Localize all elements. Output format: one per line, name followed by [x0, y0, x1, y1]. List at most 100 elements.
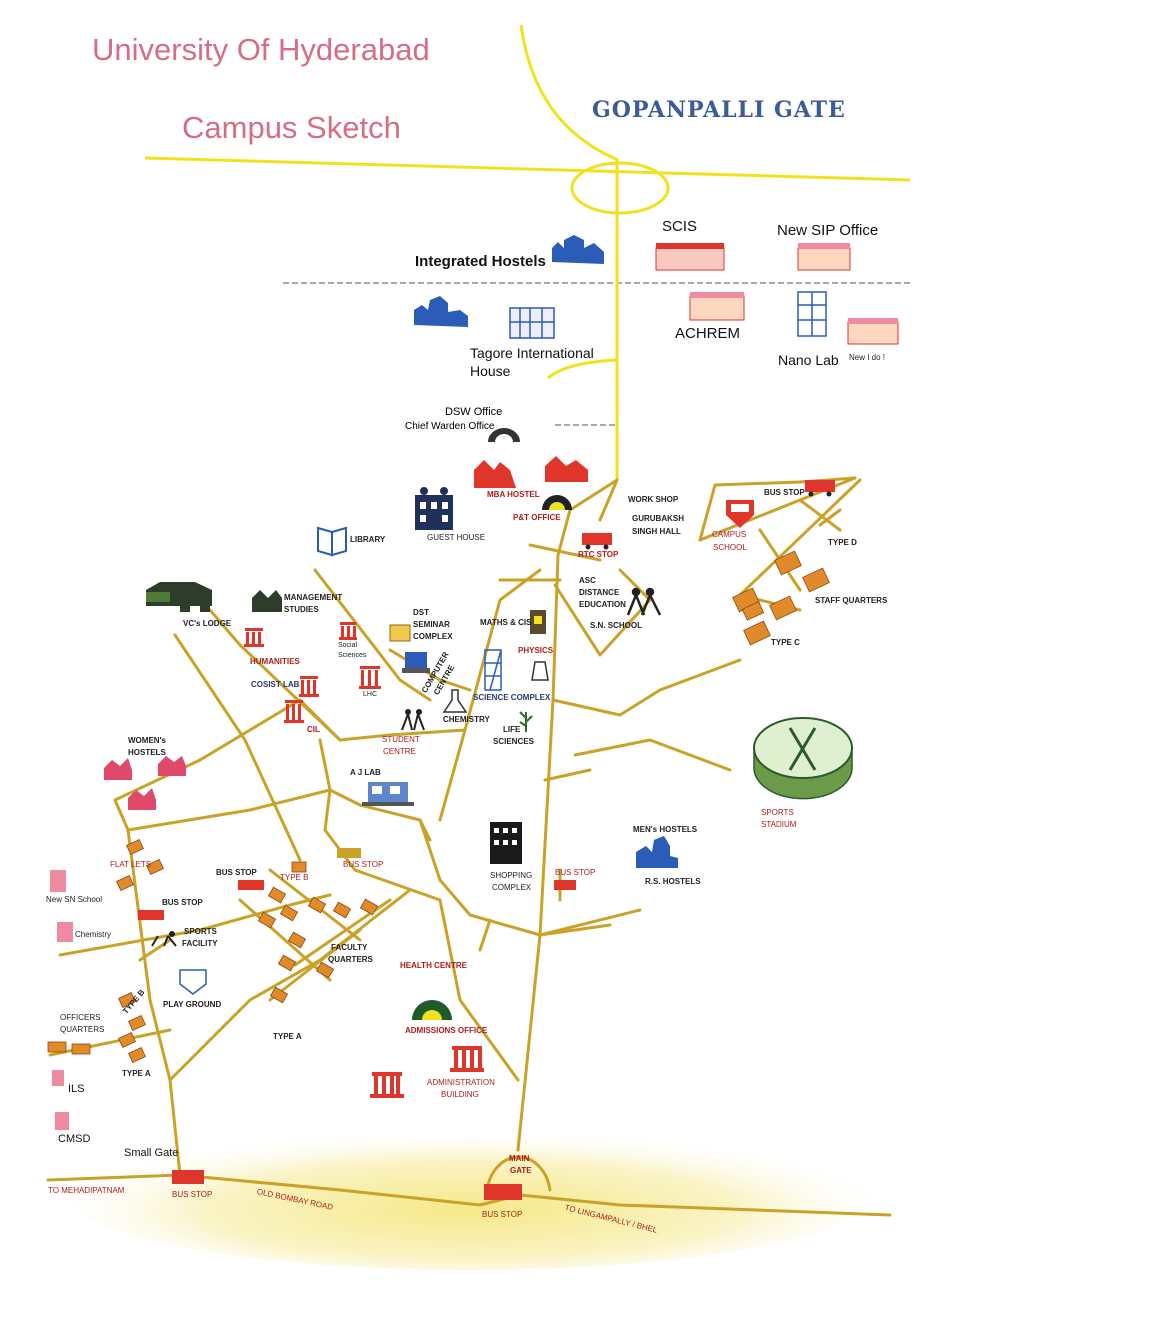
- pt-office-icon: [542, 495, 572, 510]
- dsw-office-icon: [488, 428, 520, 442]
- scis-building-icon: [655, 243, 725, 271]
- main-gate-sand-area: [70, 1120, 870, 1270]
- asc-label-1: ASC: [579, 576, 596, 585]
- maths-cis-label: MATHS & CIS: [480, 618, 532, 627]
- bus-stop-main-gate-label: BUS STOP: [482, 1210, 523, 1219]
- main-gate-label-2: GATE: [510, 1166, 532, 1175]
- new-ldo-label: New I do !: [849, 353, 886, 362]
- cosist-lab-label: COSIST LAB: [251, 680, 300, 689]
- cil-label: CIL: [307, 725, 320, 734]
- administration-building-label-2: BUILDING: [441, 1090, 479, 1099]
- type-c-label: TYPE C: [771, 638, 800, 647]
- flat-lets-icons: [47, 838, 379, 1064]
- library-book-icon: [317, 526, 347, 557]
- bus-stop-shopping-label: BUS STOP: [555, 868, 596, 877]
- scis-label: SCIS: [662, 218, 698, 235]
- science-complex-icon: [484, 649, 502, 691]
- management-studies-label-1: MANAGEMENT: [284, 593, 343, 602]
- bottom-bus-stops: [172, 1170, 522, 1200]
- achrem-building-icon: [689, 292, 745, 321]
- type-d-label: TYPE D: [828, 538, 857, 547]
- sports-facility-icon: [151, 931, 177, 947]
- gurubaksh-hall-label-2: SINGH HALL: [632, 527, 681, 536]
- student-centre-label-1: STUDENT: [382, 735, 420, 744]
- management-studies-icon: [252, 590, 282, 612]
- mba-hostel-icon: [474, 456, 588, 488]
- bus-stop-west1-label: BUS STOP: [216, 868, 257, 877]
- aj-lab-icon: [362, 782, 414, 806]
- bus-stop-top-label: BUS STOP: [764, 488, 805, 497]
- flat-lets-label: FLAT LETS: [110, 860, 152, 869]
- integrated-hostels-icon: [414, 235, 604, 327]
- campus-school-icon: [726, 500, 754, 528]
- lhc-label: LHC: [363, 691, 378, 698]
- new-sip-office-label: New SIP Office: [777, 222, 879, 239]
- campus-boundary-lines: [283, 282, 912, 426]
- dst-label-1: DST: [413, 608, 429, 617]
- social-sciences-label-1: Social: [338, 642, 358, 649]
- life-sciences-label-1: LIFE: [503, 725, 521, 734]
- physics-label: PHYSICS: [518, 646, 554, 655]
- shopping-complex-label-2: COMPLEX: [492, 883, 532, 892]
- type-a-west-label: TYPE A: [122, 1069, 151, 1078]
- work-shop-label: WORK SHOP: [628, 495, 679, 504]
- student-centre-label-2: CENTRE: [383, 747, 416, 756]
- faculty-quarters-label-1: FACULTY: [331, 943, 368, 952]
- faculty-quarters-label-2: QUARTERS: [328, 955, 373, 964]
- vcs-lodge-icon: [146, 582, 212, 612]
- rtc-stop-label: RTC STOP: [578, 550, 619, 559]
- asc-label-3: EDUCATION: [579, 600, 626, 609]
- rs-hostels-label: R.S. HOSTELS: [645, 877, 701, 886]
- nano-lab-icon: [797, 291, 827, 337]
- staff-quarters-label: STAFF QUARTERS: [815, 596, 888, 605]
- gurubaksh-hall-label-1: GURUBAKSH: [632, 514, 684, 523]
- aj-lab-label: A J LAB: [350, 768, 381, 777]
- dst-label-3: COMPLEX: [413, 632, 453, 641]
- bus-stop-small-gate-label: BUS STOP: [172, 1190, 213, 1199]
- social-sciences-building-icon: [339, 622, 357, 640]
- to-mehadipatnam-label: TO MEHADIPATNAM: [48, 1186, 125, 1195]
- womens-hostels-label-2: HOSTELS: [128, 748, 166, 757]
- admissions-office-label: ADMISSIONS OFFICE: [405, 1026, 488, 1035]
- sports-stadium-icon: [753, 717, 853, 800]
- campus-roads: [46, 476, 892, 1217]
- bus-stop-west3-label: BUS STOP: [162, 898, 203, 907]
- achrem-label: ACHREM: [675, 325, 741, 342]
- campus-school-label-1: CAMPUS: [712, 530, 747, 539]
- tagore-house-label-1: Tagore International: [470, 345, 594, 361]
- officers-quarters-label-2: QUARTERS: [60, 1025, 105, 1034]
- bus-stop-top-icon: [805, 480, 835, 497]
- sports-facility-label-1: SPORTS: [184, 927, 217, 936]
- sn-school-icon: [626, 587, 662, 616]
- chief-warden-office-label: Chief Warden Office: [405, 421, 495, 432]
- rtc-stop-bus-icon: [582, 533, 612, 550]
- west-buildings-icons: [50, 870, 73, 1130]
- play-ground-label: PLAY GROUND: [163, 1000, 222, 1009]
- admissions-office-icon: [412, 1000, 452, 1020]
- new-sn-school-label: New SN School: [46, 895, 103, 904]
- sn-school-label: S.N. SCHOOL: [590, 621, 643, 630]
- new-sip-office-icon: [797, 243, 851, 271]
- humanities-building-icon: [244, 628, 264, 647]
- nano-lab-label: Nano Lab: [778, 352, 839, 368]
- maths-cis-icon: [530, 610, 546, 634]
- social-sciences-label-2: Sciences: [338, 652, 367, 659]
- administration-building-label-1: ADMINISTRATION: [427, 1078, 495, 1087]
- guest-house-label: GUEST HOUSE: [427, 533, 486, 542]
- type-a-center-label: TYPE A: [273, 1032, 302, 1041]
- management-studies-label-2: STUDIES: [284, 605, 319, 614]
- life-sciences-plant-icon: [519, 711, 533, 732]
- pt-office-label: P&T OFFICE: [513, 513, 561, 522]
- physics-icon: [531, 661, 549, 681]
- mba-hostel-label: MBA HOSTEL: [487, 490, 540, 499]
- computer-centre-icon: [402, 652, 430, 673]
- mens-hostels-icon: [636, 836, 678, 868]
- shopping-complex-icon: [490, 822, 522, 864]
- chemistry-west-label: Chemistry: [75, 930, 112, 939]
- vcs-lodge-label: VC's LODGE: [183, 619, 232, 628]
- cmsd-label: CMSD: [58, 1133, 91, 1145]
- bus-stop-center-icons: [138, 848, 576, 920]
- sports-facility-label-2: FACILITY: [182, 939, 218, 948]
- shopping-complex-label-1: SHOPPING: [490, 871, 533, 880]
- officers-quarters-label-1: OFFICERS: [60, 1013, 101, 1022]
